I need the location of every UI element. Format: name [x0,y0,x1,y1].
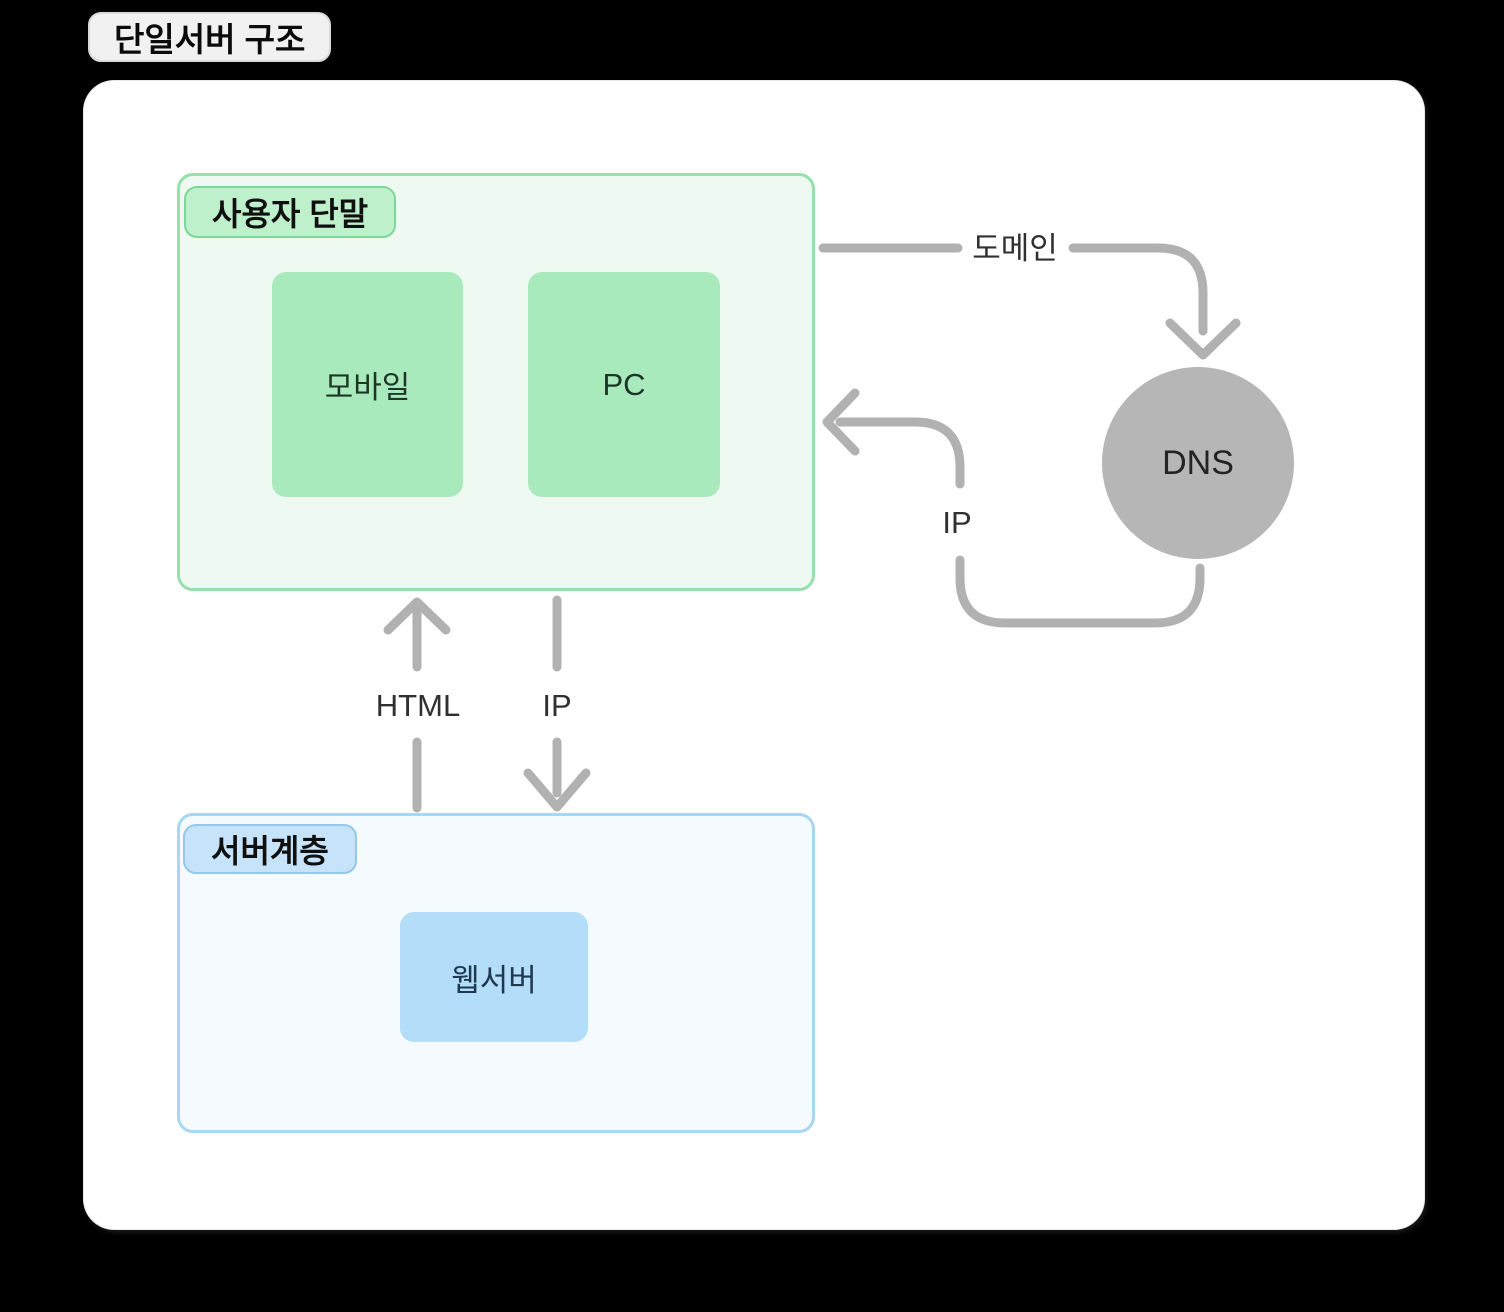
ip-return-curve [835,417,965,489]
domain-arrowhead-icon [1165,318,1241,360]
domain-arrow-curve [1068,243,1208,336]
diagram-title-text: 단일서버 구조 [114,21,306,58]
ip-request-label: IP [542,688,571,723]
dns-node: DNS [1102,367,1294,559]
diagram-card: 사용자 단말 모바일 PC 서버계층 웹서버 DNS 도메인 [84,81,1424,1229]
ip-request-arrowhead-icon [523,768,591,812]
dns-node-label: DNS [1162,443,1234,482]
server-tier-group-label: 서버계층 [183,824,357,874]
web-server-node-label: 웹서버 [451,962,537,998]
domain-arrow-label: 도메인 [972,231,1058,266]
pc-node-label: PC [602,366,646,402]
web-server-node: 웹서버 [400,912,588,1042]
pc-node: PC [528,272,720,497]
user-terminal-group-label-text: 사용자 단말 [212,196,369,232]
server-tier-group: 서버계층 웹서버 [177,813,815,1133]
server-tier-group-label-text: 서버계층 [211,833,329,869]
diagram-title: 단일서버 구조 [88,12,332,62]
ip-return-loop [955,555,1205,628]
mobile-node-label: 모바일 [324,370,411,405]
ip-return-arrowhead-icon [822,388,860,456]
html-arrowhead-icon [383,597,451,635]
mobile-node: 모바일 [272,272,463,497]
user-terminal-group: 사용자 단말 모바일 PC [177,173,815,591]
ip-return-label: IP [942,505,971,540]
user-terminal-group-label: 사용자 단말 [184,186,397,238]
html-arrow-label: HTML [376,688,460,723]
